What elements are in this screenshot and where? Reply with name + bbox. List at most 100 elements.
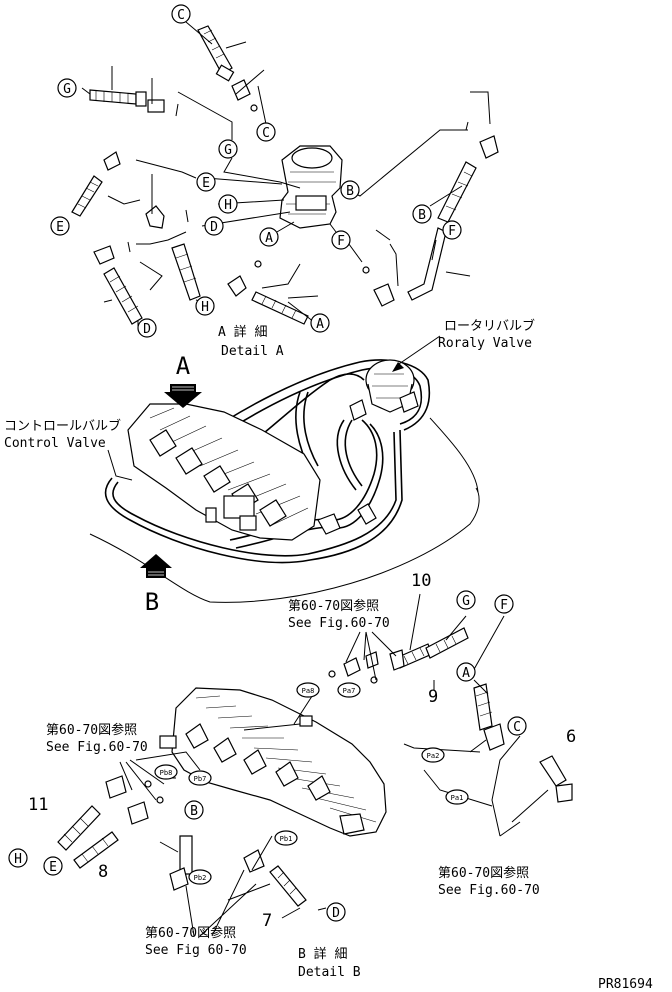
svg-text:B: B (418, 208, 426, 223)
callout-e: E (50, 216, 70, 236)
svg-text:Pb2: Pb2 (194, 874, 207, 882)
svg-text:E: E (202, 176, 210, 191)
svg-text:D: D (332, 906, 340, 921)
svg-text:E: E (56, 220, 64, 235)
part-number-11: 11 (28, 795, 48, 815)
svg-text:Pb1: Pb1 (280, 835, 293, 843)
svg-text:Pa2: Pa2 (427, 752, 440, 760)
detail-a-callouts: C G C G B E H D B A F F E H D A (50, 4, 462, 338)
callout-d: D (204, 216, 224, 236)
drawing-code: PR81694 (598, 977, 653, 992)
port-labels: Pa8 Pa7 Pa2 Pa1 Pb8 Pb7 Pb2 Pb1 (154, 682, 469, 885)
ref-note-bottom-en: See Fig 60-70 (145, 943, 247, 958)
svg-text:E: E (49, 860, 57, 875)
ref-note-left-en: See Fig.60-70 (46, 740, 148, 755)
callout-d: D (326, 902, 346, 922)
svg-text:A: A (462, 666, 470, 681)
svg-text:C: C (513, 720, 521, 735)
part-number-7: 7 (262, 911, 272, 931)
svg-text:D: D (143, 322, 151, 337)
svg-text:F: F (337, 234, 345, 249)
callout-e: E (43, 856, 63, 876)
svg-text:A: A (176, 352, 191, 380)
control-valve-label-jp: コントロールバルブ (4, 418, 121, 434)
svg-text:Pa8: Pa8 (302, 687, 315, 695)
ref-note-top-en: See Fig.60-70 (288, 616, 390, 631)
svg-text:H: H (201, 300, 209, 315)
callout-h: H (8, 848, 28, 868)
callout-a: A (456, 662, 476, 682)
svg-text:Pa7: Pa7 (343, 687, 356, 695)
callout-c: C (256, 122, 276, 142)
svg-text:F: F (448, 224, 456, 239)
port-pb1: Pb1 (274, 830, 298, 846)
svg-text:Pb8: Pb8 (160, 769, 173, 777)
callout-a: A (310, 313, 330, 333)
callout-b: B (184, 800, 204, 820)
callout-c: C (507, 716, 527, 736)
ref-note-left-jp: 第60-70図参照 (46, 722, 137, 738)
callout-f: F (494, 594, 514, 614)
svg-text:G: G (224, 143, 232, 158)
detail-b-fittings (57, 627, 573, 907)
callout-f: F (442, 220, 462, 240)
view-arrow-a: A (164, 352, 202, 408)
port-pa8: Pa8 (296, 682, 320, 698)
callout-h: H (218, 194, 238, 214)
view-arrow-b: B (140, 554, 172, 616)
rotary-valve-drawing (349, 359, 419, 421)
callout-b: B (340, 180, 360, 200)
callout-g: G (456, 590, 476, 610)
ref-note-right-en: See Fig.60-70 (438, 883, 540, 898)
detail-b: Pa8 Pa7 Pa2 Pa1 Pb8 Pb7 Pb2 Pb1 G F A C … (8, 571, 576, 980)
detail-b-callouts: G F A C B H E D (8, 590, 527, 922)
svg-text:A: A (316, 317, 324, 332)
svg-text:D: D (210, 220, 218, 235)
callout-f: F (331, 230, 351, 250)
detail-a-leaders (81, 21, 491, 328)
detail-a-fittings (71, 25, 499, 325)
detail-a-caption-jp: A 詳 細 (218, 324, 267, 340)
callout-h: H (195, 296, 215, 316)
ref-note-right-jp: 第60-70図参照 (438, 865, 529, 881)
control-valve-drawing (127, 403, 377, 541)
svg-text:B: B (190, 804, 198, 819)
svg-text:B: B (346, 184, 354, 199)
detail-b-valve-body (159, 687, 387, 837)
svg-text:H: H (14, 852, 22, 867)
control-valve-label-en: Control Valve (4, 436, 106, 451)
part-number-6: 6 (566, 727, 576, 747)
port-pb7: Pb7 (188, 770, 212, 786)
svg-text:G: G (462, 594, 470, 609)
callout-d: D (137, 318, 157, 338)
detail-a: C G C G B E H D B A F F E H D A A 詳 細 De… (50, 4, 499, 359)
port-pa1: Pa1 (445, 789, 469, 805)
detail-a-caption-en: Detail A (221, 344, 284, 359)
callout-g: G (218, 139, 238, 159)
svg-text:C: C (262, 126, 270, 141)
rotary-valve-label-jp: ロータリバルブ (444, 318, 535, 334)
port-pa2: Pa2 (421, 747, 445, 763)
port-pb8: Pb8 (154, 764, 178, 780)
rotary-valve-body (279, 145, 343, 229)
callout-e: E (196, 172, 216, 192)
svg-text:A: A (265, 231, 273, 246)
detail-b-caption-jp: B 詳 細 (298, 946, 347, 962)
detail-b-caption-en: Detail B (298, 965, 361, 980)
part-number-10: 10 (411, 571, 431, 591)
callout-b: B (412, 204, 432, 224)
svg-text:Pb7: Pb7 (194, 775, 207, 783)
svg-text:F: F (500, 598, 508, 613)
svg-text:Pa1: Pa1 (451, 794, 464, 802)
part-number-8: 8 (98, 862, 108, 882)
callout-a: A (259, 227, 279, 247)
rotary-valve-label-en: Roraly Valve (438, 336, 532, 351)
ref-note-top-jp: 第60-70図参照 (288, 598, 379, 614)
svg-text:H: H (224, 198, 232, 213)
svg-text:G: G (63, 82, 71, 97)
part-number-9: 9 (428, 687, 438, 707)
svg-text:C: C (177, 8, 185, 23)
callout-g: G (57, 78, 77, 98)
